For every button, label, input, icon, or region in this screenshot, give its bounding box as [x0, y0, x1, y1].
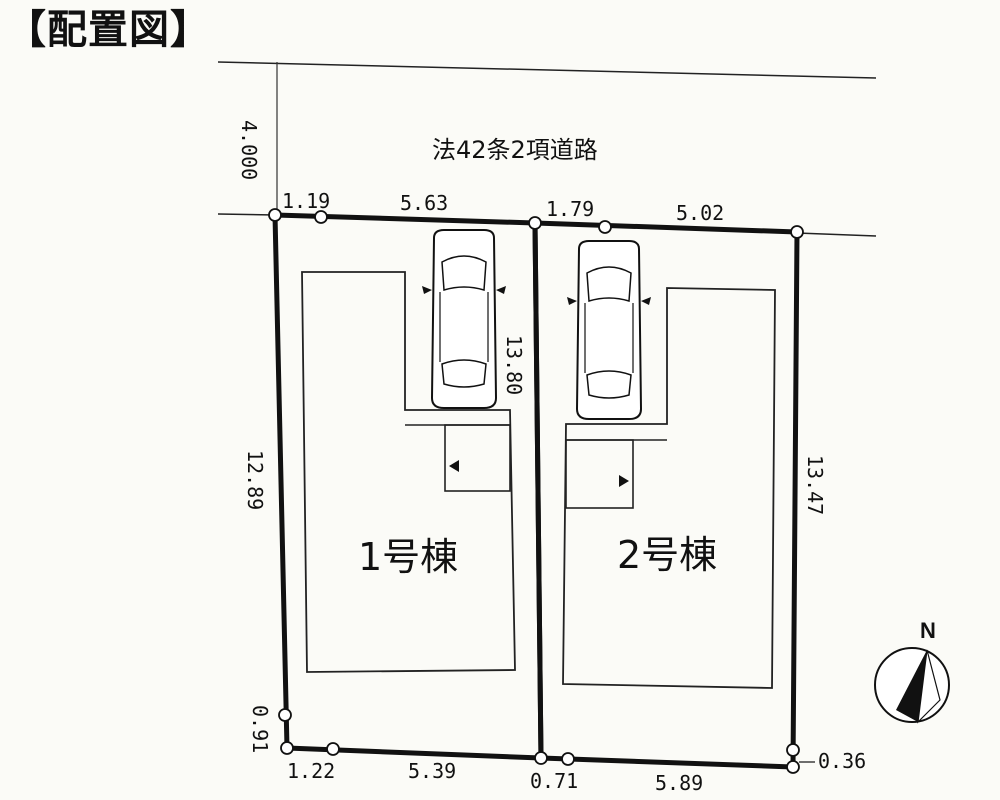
- boundary-marker: [278, 708, 292, 722]
- lot-1-front-segment-1: 1.19: [282, 189, 330, 213]
- boundary-marker: [314, 210, 328, 224]
- lot-1-corner-offset: 0.91: [248, 705, 272, 753]
- boundary-marker: [268, 208, 282, 222]
- lot-2-building: [562, 287, 776, 689]
- road-near-edge-right: [796, 232, 877, 237]
- road-far-edge: [217, 61, 877, 79]
- boundary-marker: [326, 742, 340, 756]
- road-near-edge-left: [217, 213, 276, 216]
- lot-1-boundary: [272, 212, 544, 761]
- lot-1-entrance-arrow-icon: [449, 460, 459, 472]
- road-label: 法42条2項道路: [432, 136, 598, 164]
- boundary-marker: [598, 220, 612, 234]
- lot-2-entrance-arrow-icon: [619, 475, 629, 487]
- lot-2-building-label: 2号棟: [617, 533, 717, 577]
- road-width-label: 4.000: [237, 120, 261, 180]
- lot-1-building: [301, 271, 516, 673]
- page-title: 【配置図】: [6, 7, 211, 53]
- lot-1-rear-segment-2: 5.39: [408, 759, 456, 783]
- lot-2-car-icon: [567, 240, 651, 420]
- lot-1-front-segment-2: 5.63: [400, 191, 448, 215]
- lot-2-rear-segment-1: 0.71: [530, 769, 578, 793]
- boundary-marker: [786, 760, 800, 774]
- lot-2-front-segment-1: 1.79: [546, 197, 594, 221]
- lot-1-entrance: [444, 424, 511, 492]
- lot-1-right-side: 13.80: [502, 335, 526, 395]
- lot-1-building-label: 1号棟: [358, 535, 458, 579]
- lot-2-corner-offset: 0.36: [818, 749, 866, 773]
- lot-1-rear-segment-1: 1.22: [287, 759, 335, 783]
- boundary-markers: [268, 208, 804, 774]
- boundary-marker: [280, 741, 294, 755]
- boundary-marker: [528, 216, 542, 230]
- lot-2-rear-segment-2: 5.89: [655, 771, 703, 795]
- boundary-marker: [561, 752, 575, 766]
- lot-2-right-side: 13.47: [803, 455, 827, 515]
- lot-1-left-side: 12.89: [243, 450, 267, 510]
- lot-1-car-icon: [422, 229, 506, 409]
- lot-2-front-segment-2: 5.02: [676, 201, 724, 225]
- boundary-marker: [534, 751, 548, 765]
- lot-2-entrance: [565, 439, 634, 509]
- compass-north-label: N: [920, 618, 936, 643]
- boundary-marker: [786, 743, 800, 757]
- north-compass-icon: N: [874, 618, 950, 724]
- boundary-marker: [790, 225, 804, 239]
